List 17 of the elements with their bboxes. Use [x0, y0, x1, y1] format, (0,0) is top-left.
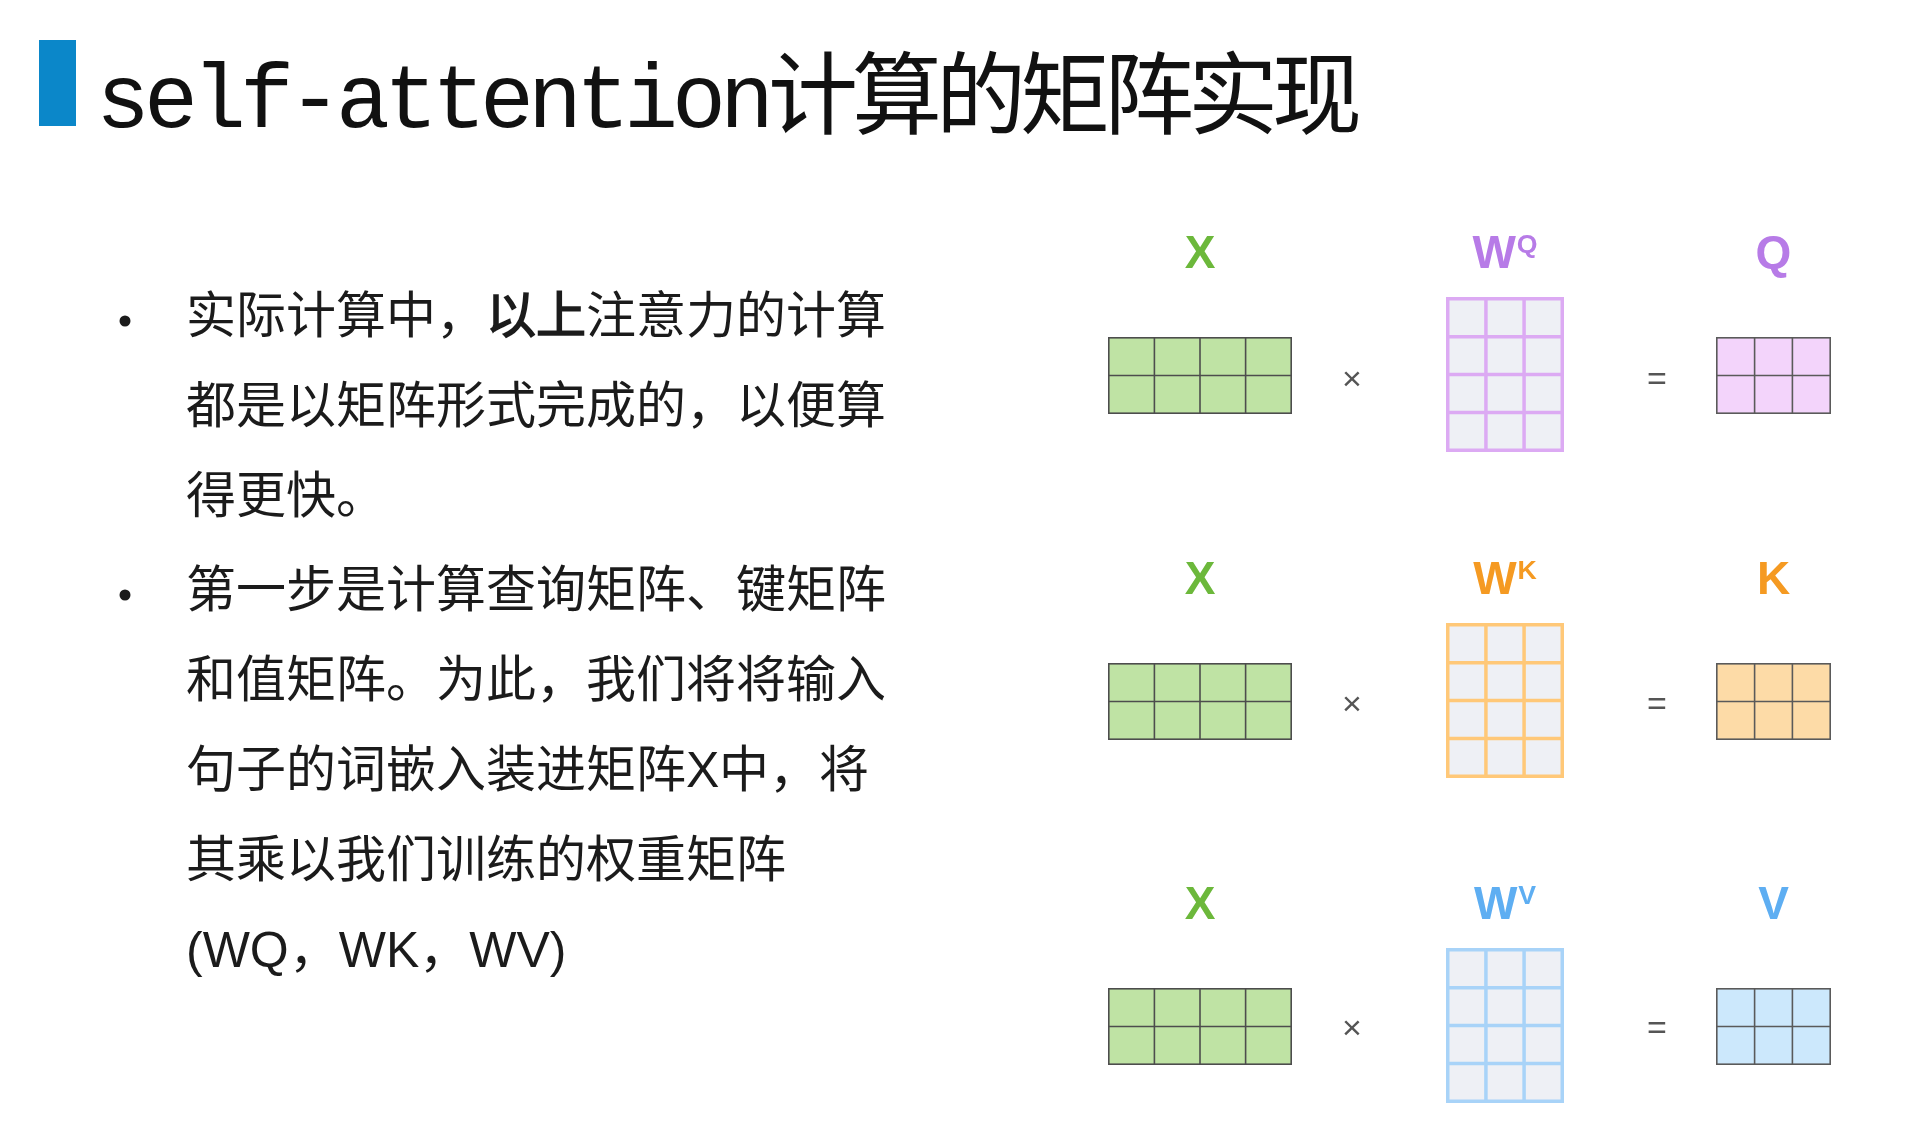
matrix-label: X: [1184, 878, 1216, 928]
equals-sign: =: [1647, 360, 1667, 396]
bullet-text: 实际计算中，以上注意力的计算都是以矩阵形式完成的，以便算得更快。: [186, 287, 887, 526]
matrix-label: Q: [1755, 227, 1792, 277]
multiply-sign: ×: [1342, 685, 1362, 721]
multiply-sign: ×: [1342, 360, 1362, 396]
matrix-label: X: [1184, 553, 1216, 603]
equals-sign: =: [1647, 1009, 1667, 1045]
matrix-label: X: [1184, 227, 1216, 277]
matrix-label: W$^{V}$: [1473, 878, 1537, 928]
matrix-label: K: [1756, 553, 1791, 603]
matrix-label: W$^{Q}$: [1472, 227, 1538, 277]
matrix-label: V: [1758, 878, 1789, 928]
equals-sign: =: [1647, 685, 1667, 721]
multiply-sign: ×: [1342, 1009, 1362, 1045]
bullet-text: 第一步是计算查询矩阵、键矩阵和值矩阵。为此，我们将将输入句子的词嵌入装进矩阵X中，将其乘以我们训练的权重矩阵(WQ，WK，WV): [186, 561, 887, 980]
matrix-label: W$^{K}$: [1473, 553, 1537, 603]
